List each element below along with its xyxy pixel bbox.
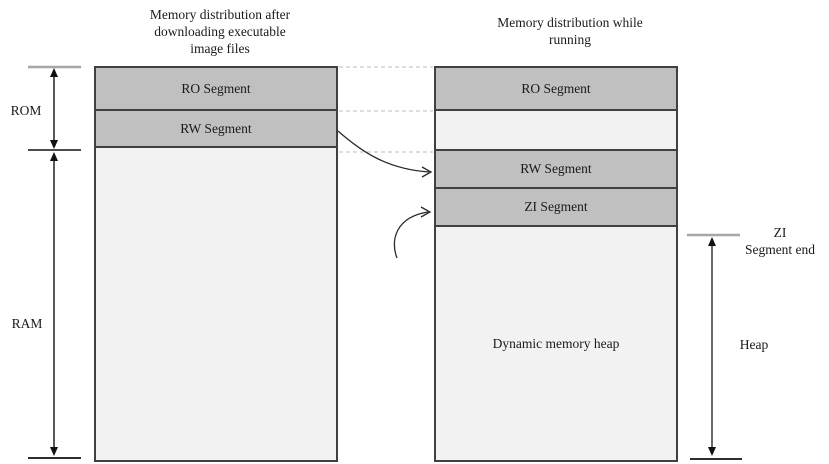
rom-arrowhead-down	[50, 140, 58, 149]
segment-label: ZI Segment	[524, 199, 588, 214]
rw-relocation-arrow	[337, 130, 433, 178]
rw-arrowhead	[421, 166, 433, 178]
ram-label: RAM	[11, 316, 43, 331]
rom-label: ROM	[10, 103, 42, 118]
zi-relocation-arrow	[393, 206, 432, 259]
heap-arrowhead-down	[708, 447, 716, 456]
ro-segment: RO Segment	[436, 68, 676, 111]
segment-label: Dynamic memory heap	[492, 335, 620, 351]
ram-arrowhead-up	[50, 152, 58, 161]
zi-arrowhead	[420, 206, 432, 218]
right-column-title: Memory distribution while running	[497, 15, 643, 47]
heap-segment: Dynamic memory heap	[436, 227, 676, 460]
free-ram-region	[96, 148, 336, 460]
heap-label: Heap	[739, 337, 769, 352]
segment-label: RW Segment	[520, 161, 592, 176]
zi-segment-end-label: ZI Segment end	[744, 225, 816, 257]
rw-segment: RW Segment	[436, 151, 676, 189]
left-column-title: Memory distribution after downloading ex…	[149, 7, 291, 56]
ro-segment: RO Segment	[96, 68, 336, 111]
zi-segment: ZI Segment	[436, 189, 676, 227]
rw-arrow-curve	[337, 130, 430, 173]
alignment-dashed-lines	[339, 66, 433, 153]
heap-arrowhead-up	[708, 237, 716, 246]
right-memory-box: RO Segment RW Segment ZI Segment Dynamic…	[434, 66, 678, 462]
reserved-gap-region	[436, 111, 676, 151]
segment-label: RW Segment	[180, 120, 252, 136]
left-memory-box: RO Segment RW Segment	[94, 66, 338, 462]
zi-arrow-curve	[393, 211, 429, 259]
ram-extent-arrow	[28, 152, 81, 459]
ram-arrowhead-down	[50, 447, 58, 456]
rw-segment: RW Segment	[96, 111, 336, 148]
segment-label: RO Segment	[181, 80, 251, 96]
rom-arrowhead-up	[50, 68, 58, 77]
segment-label: RO Segment	[521, 80, 591, 96]
